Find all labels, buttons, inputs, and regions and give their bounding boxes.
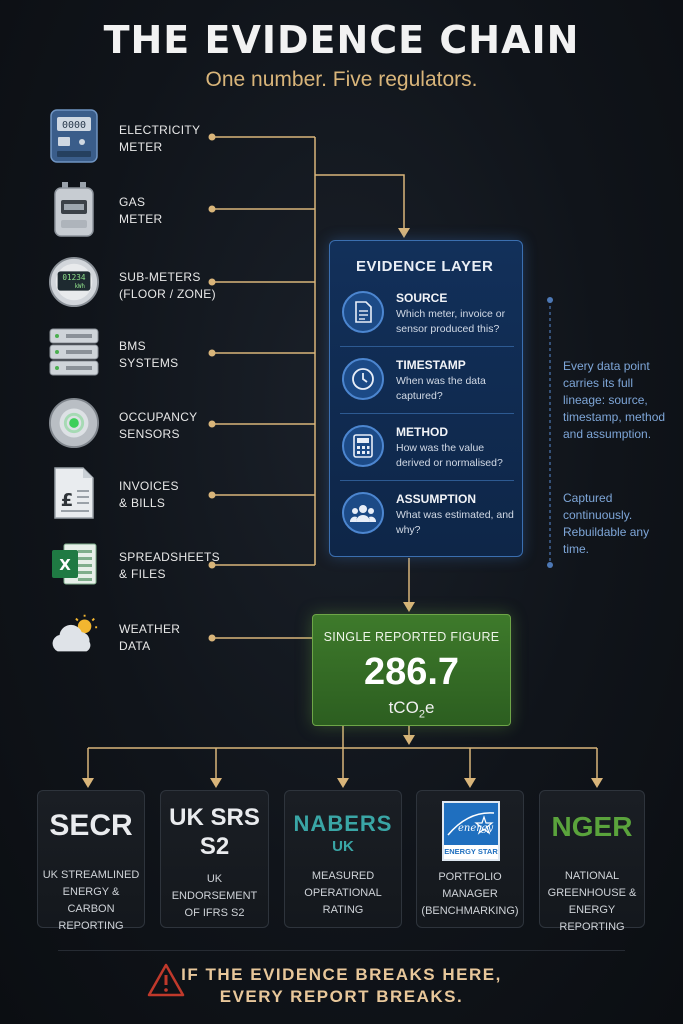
evidence-row-method: METHOD How was the value derived or norm…: [340, 421, 514, 481]
evidence-layer-panel: EVIDENCE LAYER SOURCE Which meter, invoi…: [329, 240, 523, 557]
regulator-name: SECR: [49, 809, 133, 842]
people-icon: [342, 492, 384, 534]
regulator-desc: PORTFOLIO MANAGER (BENCHMARKING): [421, 871, 519, 917]
electricity-meter-digits: 0000: [62, 120, 86, 131]
source-label-invoices: INVOICES& BILLS: [119, 479, 179, 510]
regulator-desc: MEASURED OPERATIONAL RATING: [304, 870, 382, 916]
document-icon: [342, 291, 384, 333]
page-title: THE EVIDENCE CHAIN: [103, 18, 580, 62]
energy-star-wordmark: ENERGY STAR: [444, 845, 498, 859]
occupancy-sensor-icon: [48, 397, 100, 449]
reported-figure-unit: tCO2e: [388, 698, 435, 721]
regulator-card-secr: SECR UK STREAMLINED ENERGY & CARBON REPO…: [37, 790, 145, 932]
evidence-row-timestamp: TIMESTAMP When was the data captured?: [340, 354, 514, 414]
side-note-captured: Captured continuously. Rebuildable any t…: [563, 491, 650, 556]
reported-figure-label: SINGLE REPORTED FIGURE: [323, 630, 500, 644]
weather-icon: [48, 608, 100, 660]
regulator-desc: UK STREAMLINED ENERGY & CARBON REPORTING: [42, 869, 140, 932]
page-subtitle: One number. Five regulators.: [205, 68, 478, 91]
evidence-row-desc: What was estimated, and why?: [396, 509, 514, 536]
source-label-sub-meters: SUB-METERS(FLOOR / ZONE): [119, 270, 216, 301]
clock-icon: [342, 358, 384, 400]
spreadsheet-letter: X: [59, 556, 71, 574]
gas-meter-icon: [48, 182, 100, 237]
pound-sign: £: [61, 490, 74, 511]
footer-divider: [58, 950, 625, 951]
regulator-name-sub: UK: [332, 838, 354, 855]
evidence-row-desc: Which meter, invoice or sensor produced …: [396, 308, 506, 335]
spreadsheet-icon: X: [48, 538, 100, 590]
regulator-name: NABERS: [293, 811, 393, 836]
regulator-card-energy-star: energy ENERGY STAR PORTFOLIO MANAGER (BE…: [416, 790, 524, 928]
regulator-desc: NATIONAL GREENHOUSE & ENERGY REPORTING: [547, 870, 637, 933]
calculator-icon: [342, 425, 384, 467]
evidence-row-heading: TIMESTAMP: [396, 358, 466, 372]
invoice-icon: £: [48, 467, 100, 519]
warning-message: IF THE EVIDENCE BREAKS HERE, EVERY REPOR…: [181, 965, 502, 1006]
sub-meter-unit: kWh: [75, 284, 85, 290]
evidence-row-desc: How was the value derived or normalised?: [396, 442, 503, 469]
regulator-card-nabers: NABERS UK MEASURED OPERATIONAL RATING: [284, 790, 402, 928]
regulator-desc: UK ENDORSEMENT OF IFRS S2: [171, 873, 258, 919]
sub-meter-reading: 01234: [62, 273, 86, 282]
regulator-card-nger: NGER NATIONAL GREENHOUSE & ENERGY REPORT…: [539, 790, 645, 933]
reported-figure-value: 286.7: [363, 651, 460, 693]
evidence-row-heading: ASSUMPTION: [396, 492, 477, 506]
source-label-spreadsheets: SPREADSHEETS& FILES: [119, 550, 220, 581]
evidence-row-heading: METHOD: [396, 425, 448, 439]
evidence-row-heading: SOURCE: [396, 291, 448, 305]
regulator-name: NGER: [551, 811, 633, 842]
bms-server-icon: [48, 326, 100, 378]
evidence-row-assumption: ASSUMPTION What was estimated, and why?: [340, 488, 514, 548]
evidence-row-desc: When was the data captured?: [396, 375, 486, 402]
evidence-row-source: SOURCE Which meter, invoice or sensor pr…: [340, 287, 514, 347]
sub-meter-icon: 01234 kWh: [48, 256, 100, 308]
electricity-meter-icon: 0000: [48, 109, 100, 163]
evidence-layer-title: EVIDENCE LAYER: [356, 258, 494, 275]
energy-star-logo: energy ENERGY STAR: [442, 801, 500, 861]
warning-icon: [146, 962, 186, 1003]
side-note-lineage: Every data point carries its full lineag…: [563, 359, 666, 441]
energy-script: energy: [458, 823, 493, 834]
reported-figure-box: SINGLE REPORTED FIGURE 286.7 tCO2e: [312, 614, 511, 726]
